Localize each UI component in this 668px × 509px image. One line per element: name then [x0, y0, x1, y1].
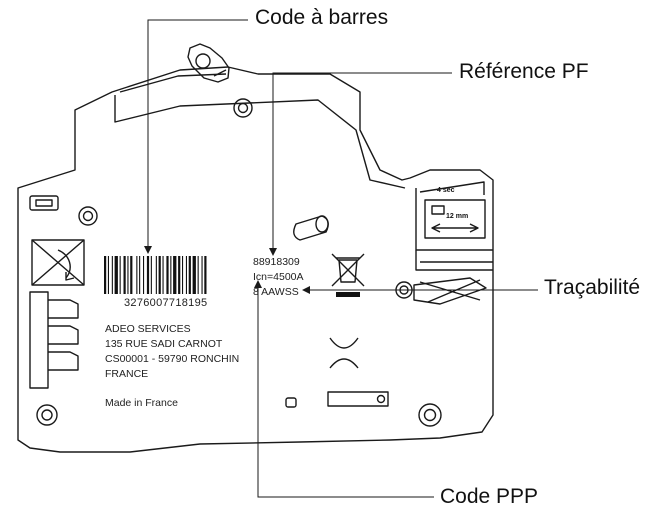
sec-mark: 4 sec [437, 187, 455, 194]
barcode-bar [204, 256, 207, 294]
arrowhead [254, 280, 262, 288]
barcode-bar [143, 256, 145, 294]
top-clip-icon [187, 43, 230, 83]
barcode-bar [114, 256, 118, 294]
ppp-code: 8 AAWSS [253, 286, 299, 298]
barcode-bar [155, 256, 157, 294]
callout-barcode: Code à barres [255, 6, 389, 29]
screw-icon [36, 404, 58, 426]
callout-traceability: Traçabilité [544, 276, 641, 299]
barcode-bar [139, 256, 141, 294]
leader-ppp [257, 286, 434, 498]
arrowhead [144, 246, 152, 254]
barcode-bar [173, 256, 177, 294]
arc-marking [329, 337, 359, 369]
barcode-bar [192, 256, 196, 294]
barcode-number: 3276007718195 [124, 297, 208, 309]
barcode-bar [107, 256, 109, 294]
strip-length-mark: 12 mm [446, 213, 469, 220]
barcode-bar [136, 256, 138, 294]
barcode-bar [119, 256, 121, 294]
slot [29, 195, 59, 211]
screw-icon [418, 403, 442, 427]
address-line: 135 RUE SADI CARNOT [105, 338, 223, 350]
callout-reference: Référence PF [459, 60, 589, 83]
terminal-block [415, 181, 493, 271]
address-line: FRANCE [105, 368, 149, 380]
barcode-bar [123, 256, 126, 294]
leader-reference [272, 72, 452, 250]
clip-icon [293, 215, 329, 241]
barcode-bar [111, 256, 113, 294]
weee-crossed-bin-icon [331, 253, 365, 287]
barcode-bar [162, 256, 164, 294]
screw-icon [78, 206, 98, 226]
barcode-bar [104, 256, 107, 294]
window-slot [327, 391, 389, 407]
barcode-bar [197, 256, 199, 294]
arrowhead [302, 286, 310, 294]
arrowhead [269, 248, 277, 256]
barcode-bar [178, 256, 181, 294]
icn-rating: Icn=4500A [253, 271, 304, 283]
barcode-bar [166, 256, 169, 294]
screw-icon [233, 98, 253, 118]
address-line: ADEO SERVICES [105, 323, 191, 335]
callout-ppp: Code PPP [440, 485, 539, 508]
barcode-bar [185, 256, 187, 294]
barcode-bar [182, 256, 184, 294]
terminal-comb [29, 291, 79, 389]
barcode-bar [127, 256, 129, 294]
barcode-bar [158, 256, 161, 294]
reference-code: 88918309 [253, 256, 300, 268]
housing-inner-edge [114, 95, 406, 189]
address-line: CS00001 - 59790 RONCHIN [105, 353, 240, 365]
leader-barcode [147, 19, 248, 248]
barcode-bar [130, 256, 133, 294]
weee-bar [336, 292, 360, 297]
made-in-label: Made in France [105, 397, 178, 409]
barcode [104, 256, 207, 294]
barcode-bar [150, 256, 152, 294]
crossed-recycle-icon [413, 277, 487, 305]
small-slot [285, 397, 297, 408]
barcode-bar [170, 256, 172, 294]
barcode-bar [201, 256, 203, 294]
barcode-bar [146, 256, 150, 294]
crossed-box [31, 239, 85, 286]
housing-outline [17, 66, 494, 453]
housing-top-ridge [119, 73, 227, 93]
barcode-bar [188, 256, 191, 294]
